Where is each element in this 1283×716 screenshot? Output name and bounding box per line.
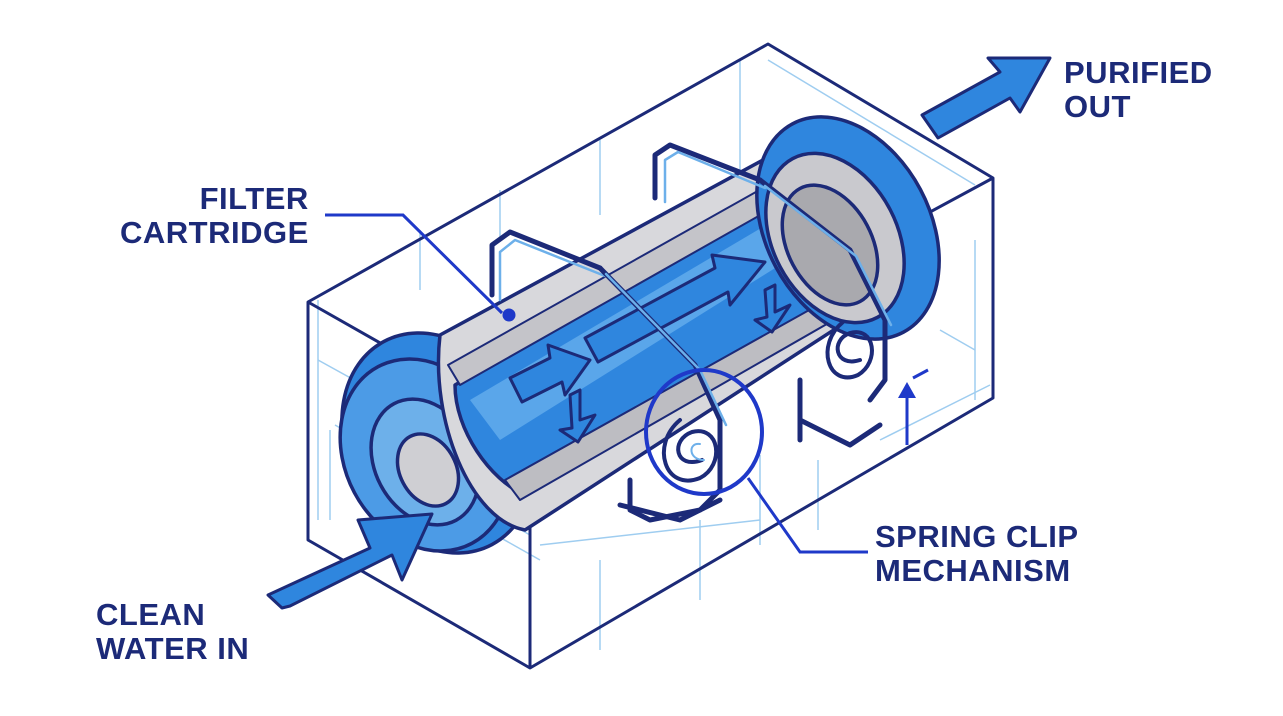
spring-clip-label: SPRING CLIP MECHANISM — [875, 520, 1079, 588]
filter-cartridge-label: FILTER CARTRIDGE — [120, 182, 309, 250]
purified-out-label: PURIFIED OUT — [1064, 56, 1213, 124]
spring-clip-label-line2: MECHANISM — [875, 553, 1071, 588]
clean-water-in-label-line1: CLEAN — [96, 597, 206, 632]
spring-clip — [489, 142, 893, 523]
purified-out-label-line2: OUT — [1064, 89, 1131, 124]
purified-out-label-line1: PURIFIED — [1064, 55, 1213, 90]
filter-cartridge-label-line2: CARTRIDGE — [120, 215, 309, 250]
filter-cartridge-label-line1: FILTER — [199, 181, 309, 216]
outlet-arrow-icon — [920, 56, 1052, 140]
clean-water-in-label-line2: WATER IN — [96, 631, 250, 666]
spring-clip-label-line1: SPRING CLIP — [875, 519, 1079, 554]
inlet-arrow-icon — [266, 512, 434, 610]
callout-leaders — [325, 213, 868, 554]
flow-arrow-icon — [508, 253, 792, 444]
clean-water-in-label: CLEAN WATER IN — [96, 598, 249, 666]
spring-coil-icon — [662, 320, 874, 483]
small-up-arrow-icon — [898, 368, 929, 445]
